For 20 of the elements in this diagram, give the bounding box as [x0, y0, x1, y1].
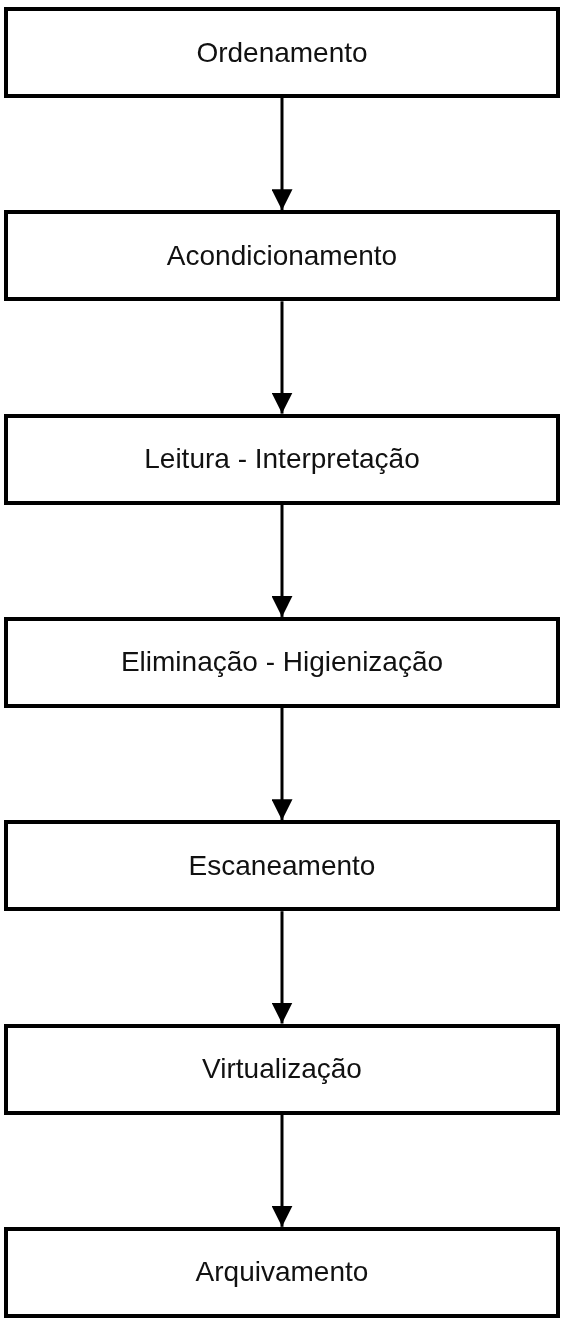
- arrow: [271, 911, 293, 1024]
- arrow: [271, 301, 293, 414]
- process-box: [4, 413, 560, 505]
- step-label: Virtualização: [202, 1053, 362, 1085]
- step-label: Arquivamento: [195, 1256, 369, 1289]
- process-box: [4, 210, 560, 302]
- step-label: Ordenamento: [196, 36, 368, 69]
- process-box: [4, 1023, 560, 1115]
- arrow: [271, 98, 293, 211]
- process-box: [4, 7, 560, 98]
- process-box: [4, 820, 560, 912]
- arrow: [271, 504, 293, 617]
- step-label: Escaneamento: [188, 849, 376, 882]
- step-label: Leitura - Interpretação: [144, 443, 420, 476]
- arrow: [271, 707, 293, 821]
- process-box: [4, 1226, 560, 1318]
- step-label: Acondicionamento: [166, 239, 398, 272]
- arrow: [271, 1114, 293, 1227]
- process-box: [4, 616, 560, 708]
- step-label: Eliminação - Higienização: [120, 646, 444, 679]
